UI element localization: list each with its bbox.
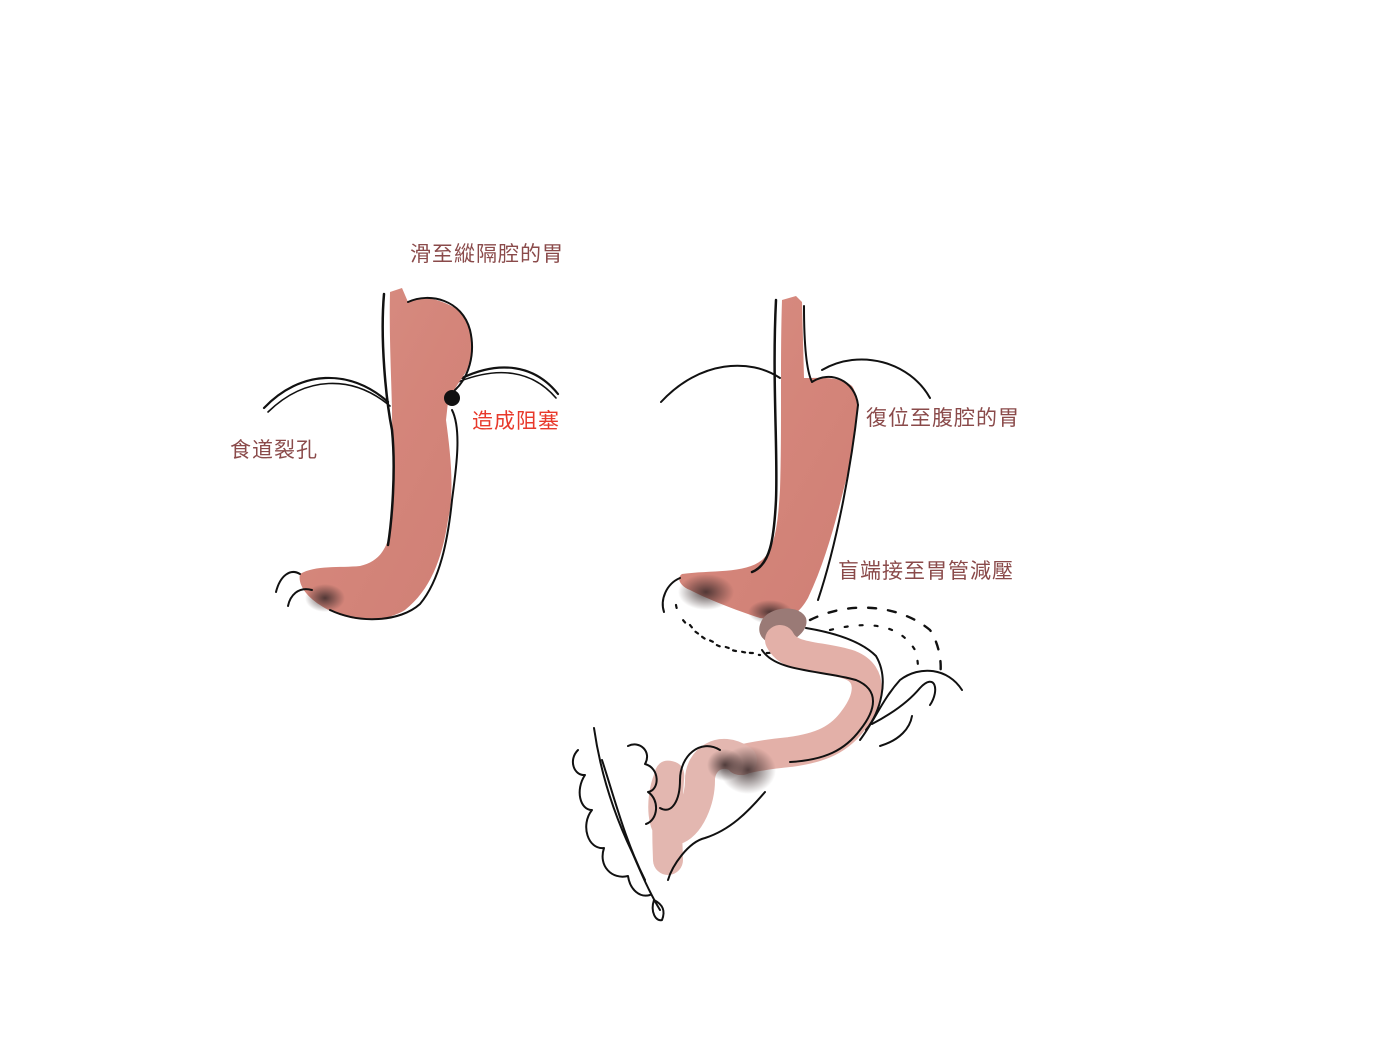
right-diaphragm — [660, 358, 931, 403]
label-blind-end-decompression: 盲端接至胃管減壓 — [838, 559, 1014, 583]
left-stomach — [299, 288, 472, 620]
jejunum-loop — [648, 739, 757, 875]
label-stomach-in-mediastinum: 滑至縱隔腔的胃 — [410, 242, 564, 266]
left-diaphragm — [262, 366, 560, 413]
omentum-sketch — [571, 727, 665, 922]
label-obstruction: 造成阻塞 — [472, 409, 560, 433]
duodenum — [725, 625, 882, 775]
left-stomach-figure — [262, 288, 560, 621]
label-hiatus: 食道裂孔 — [230, 438, 318, 462]
right-stomach — [679, 296, 858, 620]
right-stomach-figure — [571, 296, 963, 922]
pancreas-sketch — [859, 669, 963, 747]
label-stomach-repositioned: 復位至腹腔的胃 — [866, 406, 1020, 430]
dotted-previous-position — [674, 603, 942, 677]
